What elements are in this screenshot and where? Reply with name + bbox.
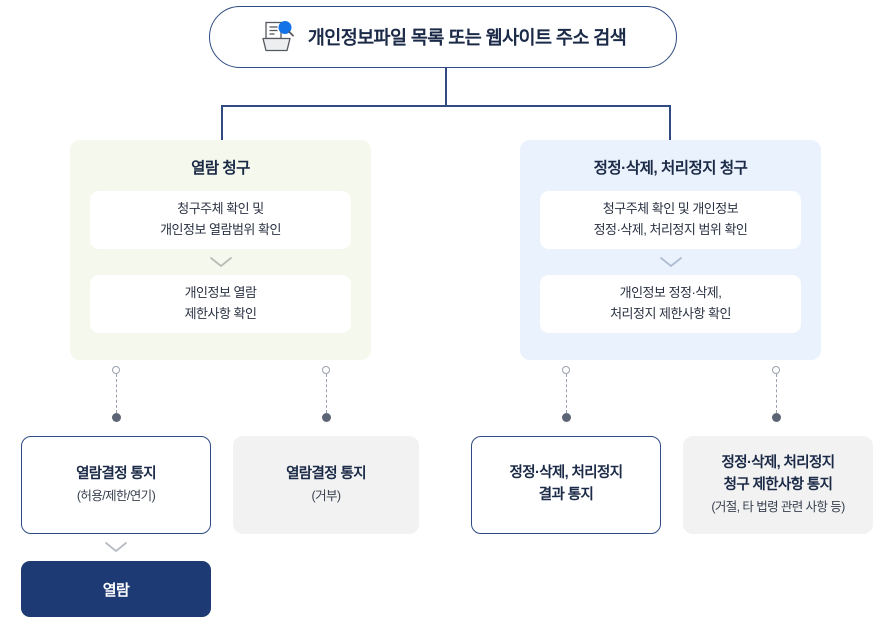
result-title: 열람결정 통지 <box>76 466 156 483</box>
connector-ring <box>772 366 780 374</box>
final-action-view[interactable]: 열람 <box>21 561 211 617</box>
dotted-connector <box>320 366 332 422</box>
search-entry-pill[interactable]: 개인정보파일 목록 또는 웹사이트 주소 검색 <box>209 6 677 68</box>
connector-dot <box>111 413 121 422</box>
connector-dash <box>775 374 777 413</box>
connector-dot <box>771 413 781 422</box>
branch-step-card: 청구주체 확인 및 개인정보 열람범위 확인 <box>90 190 351 249</box>
connector-drop-left <box>221 105 223 141</box>
connector-drop-right <box>669 105 671 141</box>
connector-ring <box>562 366 570 374</box>
result-note-2: (거절, 타 법령 관련 사항 등) <box>711 499 845 514</box>
connector-dash <box>565 374 567 413</box>
step-line-1: 청구주체 확인 및 개인정보 <box>602 200 739 216</box>
result-title: 열람결정 통지 <box>286 466 366 483</box>
chevron-down-icon <box>540 249 801 275</box>
dotted-connector <box>110 366 122 422</box>
chevron-down-icon <box>95 536 137 558</box>
document-search-icon <box>262 21 294 52</box>
result-note: 결과 통지 <box>538 487 594 503</box>
dotted-connector <box>770 366 782 422</box>
result-box-view-decision-allow: 열람결정 통지 (허용/제한/연기) <box>21 436 211 534</box>
branch-step-card: 개인정보 열람 제한사항 확인 <box>90 274 351 333</box>
result-note: 청구 제한사항 통지 <box>723 477 833 493</box>
dotted-connector <box>560 366 572 422</box>
branch-step-card: 개인정보 정정·삭제, 처리정지 제한사항 확인 <box>540 274 801 333</box>
branch-panel-correct-delete-suspend: 정정·삭제, 처리정지 청구 청구주체 확인 및 개인정보 정정·삭제, 처리정… <box>520 140 821 360</box>
connector-dash <box>325 374 327 413</box>
step-line-2: 제한사항 확인 <box>184 305 257 321</box>
connector-stem <box>445 68 447 106</box>
result-box-correction-restriction: 정정·삭제, 처리정지 청구 제한사항 통지 (거절, 타 법령 관련 사항 등… <box>683 436 873 534</box>
final-action-label: 열람 <box>102 581 130 599</box>
chevron-down-icon <box>90 249 351 275</box>
connector-ring <box>322 366 330 374</box>
result-box-correction-result: 정정·삭제, 처리정지 결과 통지 <box>471 436 661 534</box>
search-entry-label: 개인정보파일 목록 또는 웹사이트 주소 검색 <box>307 27 627 48</box>
step-line-1: 개인정보 열람 <box>184 284 257 300</box>
connector-dot <box>321 413 331 422</box>
connector-dash <box>115 374 117 413</box>
branch-step-card: 청구주체 확인 및 개인정보 정정·삭제, 처리정지 범위 확인 <box>540 190 801 249</box>
step-line-1: 청구주체 확인 및 <box>177 200 264 216</box>
step-line-2: 개인정보 열람범위 확인 <box>160 221 281 237</box>
result-note: (허용/제한/연기) <box>76 488 156 503</box>
connector-horizontal-bar <box>221 105 671 107</box>
connector-dot <box>561 413 571 422</box>
branch-title-correct-delete-suspend: 정정·삭제, 처리정지 청구 <box>593 160 748 177</box>
branch-panel-view-request: 열람 청구 청구주체 확인 및 개인정보 열람범위 확인 개인정보 열람 제한사… <box>70 140 371 360</box>
result-title: 정정·삭제, 처리정지 <box>509 465 623 482</box>
step-line-1: 개인정보 정정·삭제, <box>619 284 722 300</box>
result-note: (거부) <box>311 488 342 503</box>
step-line-2: 처리정지 제한사항 확인 <box>610 305 731 321</box>
connector-ring <box>112 366 120 374</box>
branch-title-view-request: 열람 청구 <box>191 160 250 177</box>
result-title: 정정·삭제, 처리정지 <box>721 455 835 472</box>
step-line-2: 정정·삭제, 처리정지 범위 확인 <box>593 221 748 237</box>
result-box-view-decision-reject: 열람결정 통지 (거부) <box>233 436 419 534</box>
